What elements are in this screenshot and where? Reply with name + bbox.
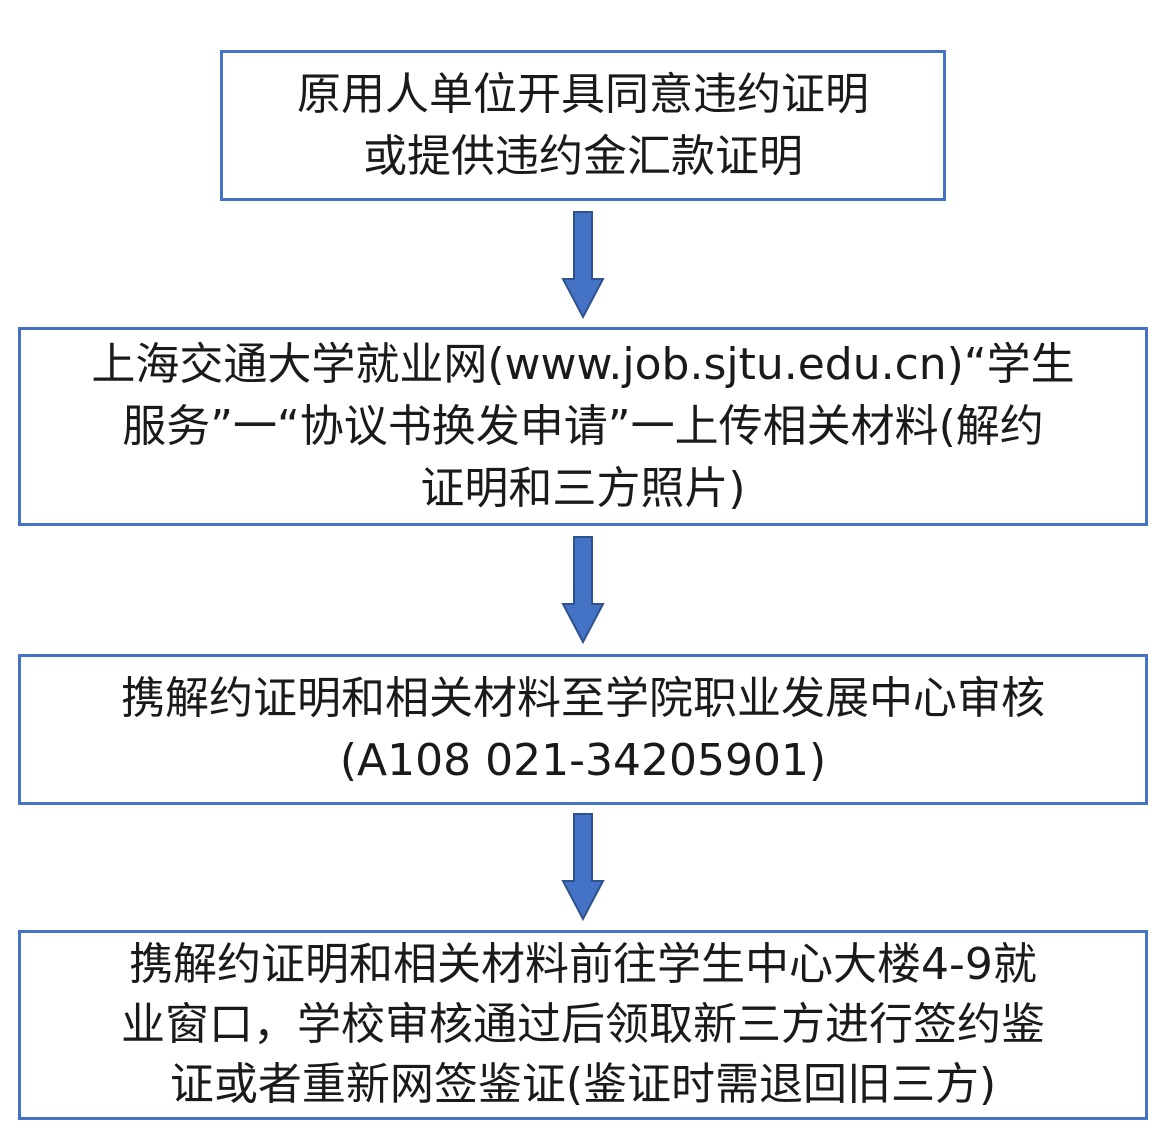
flow-step-1-line-1: 原用人单位开具同意违约证明 <box>297 68 869 120</box>
flow-step-3-line-2: (A108 021-34205901) <box>339 734 827 786</box>
flow-step-2-line-1: 上海交通大学就业网(www.job.sjtu.edu.cn)“学生 <box>91 338 1075 390</box>
flow-step-1: 原用人单位开具同意违约证明 或提供违约金汇款证明 <box>220 50 946 201</box>
flow-step-1-text: 原用人单位开具同意违约证明 或提供违约金汇款证明 <box>297 64 869 188</box>
flow-step-2-line-3: 证明和三方照片) <box>420 462 746 514</box>
flow-step-2: 上海交通大学就业网(www.job.sjtu.edu.cn)“学生 服务”一“协… <box>18 327 1148 526</box>
flow-step-4-line-3: 证或者重新网签鉴证(鉴证时需退回旧三方) <box>169 1059 997 1110</box>
down-arrow-icon <box>561 813 605 921</box>
flow-step-4-line-1: 携解约证明和相关材料前往学生中心大楼4-9就 <box>129 939 1037 990</box>
down-arrow-icon <box>561 536 605 644</box>
flow-step-4-line-2: 业窗口，学校审核通过后领取新三方进行签约鉴 <box>121 999 1045 1050</box>
down-arrow-icon <box>561 211 605 319</box>
flow-step-2-line-2: 服务”一“协议书换发申请”一上传相关材料(解约 <box>122 400 1044 452</box>
flow-step-3-text: 携解约证明和相关材料至学院职业发展中心审核 (A108 021-34205901… <box>121 668 1045 792</box>
flow-step-3: 携解约证明和相关材料至学院职业发展中心审核 (A108 021-34205901… <box>18 654 1148 805</box>
flow-step-2-text: 上海交通大学就业网(www.job.sjtu.edu.cn)“学生 服务”一“协… <box>91 334 1074 520</box>
flow-step-3-line-1: 携解约证明和相关材料至学院职业发展中心审核 <box>121 672 1045 724</box>
flow-step-1-line-2: 或提供违约金汇款证明 <box>363 130 803 182</box>
flow-step-4-text: 携解约证明和相关材料前往学生中心大楼4-9就 业窗口，学校审核通过后领取新三方进… <box>121 935 1045 1115</box>
flow-step-4: 携解约证明和相关材料前往学生中心大楼4-9就 业窗口，学校审核通过后领取新三方进… <box>18 930 1148 1120</box>
